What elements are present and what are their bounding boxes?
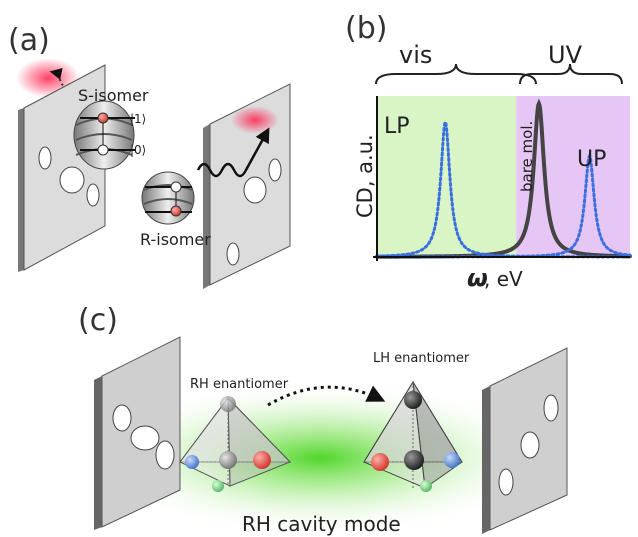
band-uv-label: UV xyxy=(548,41,583,69)
bare-mol-label: bare mol. xyxy=(518,121,536,192)
rh-enantiomer-tetrahedron xyxy=(179,396,292,492)
cavity-mode-label: RH cavity mode xyxy=(242,512,401,536)
emission-arrow-left xyxy=(49,68,79,111)
ket-1-label: |1⟩ xyxy=(130,112,146,126)
conversion-arrow xyxy=(267,385,386,407)
r-isomer-label: R-isomer xyxy=(140,230,211,249)
lh-enantiomer-label: LH enantiomer xyxy=(373,351,470,366)
panel-a-label: (a) xyxy=(8,23,50,58)
band-vis-label: vis xyxy=(399,41,432,69)
x-axis-symbol: ω xyxy=(467,264,488,292)
panel-c-label: (c) xyxy=(78,303,118,338)
ket-0-label: |0⟩ xyxy=(130,143,146,157)
mirror-right-a xyxy=(203,83,291,289)
s-isomer-label: S-isomer xyxy=(78,86,149,105)
y-axis-label: CD, a.u. xyxy=(353,134,377,218)
mirror-left-c xyxy=(94,336,181,530)
lh-enantiomer-tetrahedron xyxy=(363,380,463,492)
cd-spectrum-chart xyxy=(373,96,632,261)
x-axis-unit: , eV xyxy=(484,267,523,291)
brace-uv xyxy=(519,63,623,85)
mirror-right-c xyxy=(482,347,568,534)
cavity-mode-glow xyxy=(80,380,560,536)
r-isomer-molecule xyxy=(141,171,195,225)
photon-arrow xyxy=(196,127,270,178)
rh-enantiomer-label: RH enantiomer xyxy=(190,377,289,392)
panel-b-label: (b) xyxy=(345,11,387,46)
s-isomer-molecule xyxy=(73,100,135,170)
lp-label: LP xyxy=(384,114,410,139)
up-label: UP xyxy=(577,147,606,172)
